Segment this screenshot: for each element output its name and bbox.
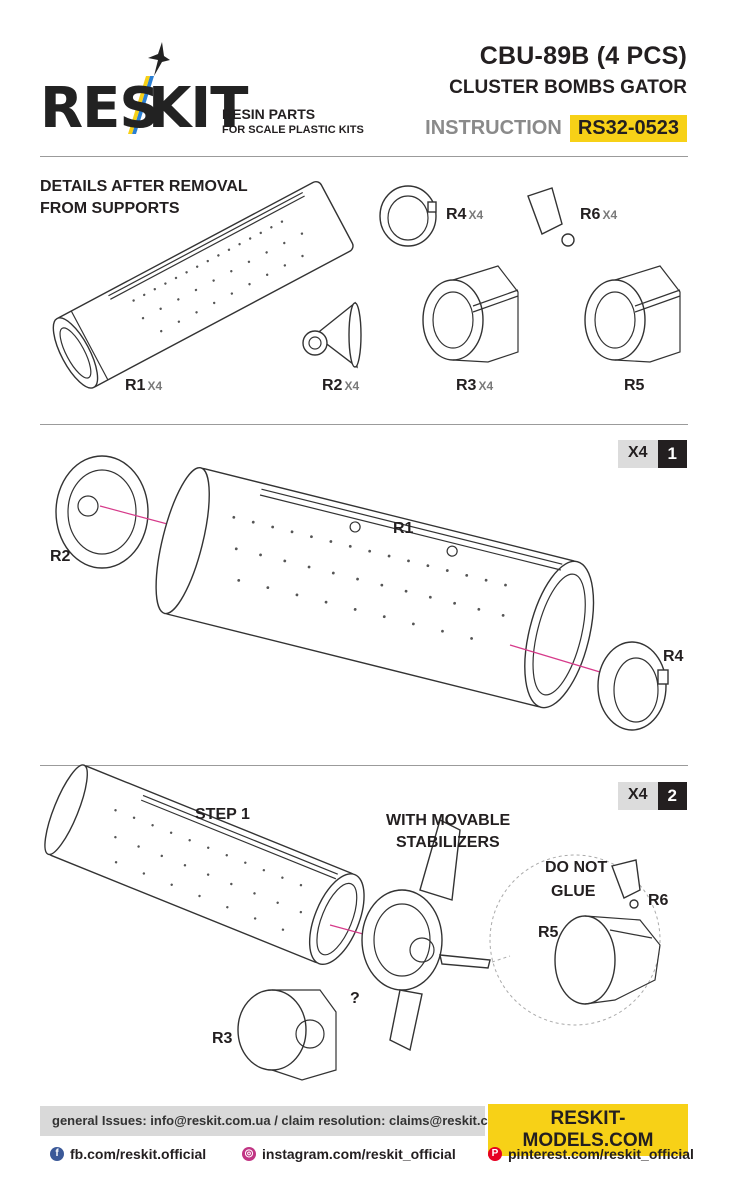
do-not-glue-note: DO NOT GLUE — [545, 856, 607, 904]
instagram-link[interactable]: ◎ instagram.com/reskit_official — [242, 1146, 456, 1162]
plane-icon — [148, 42, 170, 76]
facebook-text: fb.com/reskit.official — [70, 1146, 207, 1162]
divider — [40, 765, 688, 766]
step-2-question-mark: ? — [350, 990, 360, 1007]
part-r6-qty: X4 — [602, 208, 618, 222]
footer-website-link[interactable]: RESKIT-MODELS.COM — [488, 1104, 688, 1156]
movable-line2: STABILIZERS — [396, 834, 500, 851]
step-1-label-r1: R1 — [393, 520, 414, 537]
divider — [40, 424, 688, 425]
part-r1-qty: X4 — [147, 379, 163, 393]
footer-contact-bar: general Issues: info@reskit.com.ua / cla… — [40, 1106, 526, 1136]
part-r5-label: R5 — [624, 377, 646, 395]
part-r3-qty: X4 — [478, 379, 494, 393]
pinterest-text: pinterest.com/reskit_official — [508, 1146, 694, 1162]
part-r6-id: R6 — [580, 206, 601, 223]
page-subtitle: CLUSTER BOMBS GATOR — [449, 77, 687, 98]
part-r4-drawing — [379, 185, 437, 247]
part-r2-drawing — [302, 301, 362, 369]
instagram-icon: ◎ — [242, 1147, 256, 1161]
part-r5-drawing — [584, 265, 681, 363]
logo-text-res: RES — [40, 76, 160, 141]
step-2-label-r5: R5 — [538, 924, 559, 941]
step-1-drawing — [55, 455, 669, 731]
movable-line1: WITH MOVABLE — [386, 812, 511, 829]
part-r2-id: R2 — [322, 377, 343, 394]
logo-slash-icon — [128, 76, 154, 134]
part-r2-qty: X4 — [344, 379, 360, 393]
step-1-multiplier: X4 — [617, 440, 658, 468]
tagline-1: RESIN PARTS — [222, 106, 316, 122]
part-r3-id: R3 — [456, 377, 477, 394]
tagline-2: FOR SCALE PLASTIC KITS — [222, 124, 364, 136]
step-1-badge: X4 1 — [617, 440, 687, 468]
instagram-text: instagram.com/reskit_official — [262, 1146, 456, 1162]
footer-contact-text: general Issues: info@reskit.com.ua / cla… — [52, 1113, 527, 1128]
parts-heading-line1: DETAILS AFTER REMOVAL — [40, 178, 248, 195]
part-r4-id: R4 — [446, 206, 467, 223]
step-2-badge: X4 2 — [617, 782, 687, 810]
part-r1-drawing — [52, 180, 354, 389]
step-2-multiplier: X4 — [617, 782, 658, 810]
step-2-number: 2 — [657, 782, 687, 810]
step-1-label-r4: R4 — [663, 648, 684, 665]
part-r6-drawing — [527, 187, 575, 247]
parts-heading: DETAILS AFTER REMOVAL FROM SUPPORTS — [40, 176, 248, 220]
logo-text-kit: KIT — [148, 76, 248, 141]
pinterest-icon: P — [488, 1147, 502, 1161]
facebook-link[interactable]: f fb.com/reskit.official — [50, 1146, 206, 1162]
part-r3-drawing — [422, 265, 519, 363]
movable-stabilizers-note: WITH MOVABLE STABILIZERS — [386, 810, 510, 854]
brand-logo: RES KIT — [40, 40, 248, 141]
step-1-label-r2: R2 — [50, 548, 71, 565]
page-title: CBU-89B (4 PCS) — [479, 42, 687, 70]
parts-heading-line2: FROM SUPPORTS — [40, 200, 180, 217]
do-not-line2: GLUE — [551, 883, 596, 900]
do-not-line1: DO NOT — [545, 859, 608, 876]
kit-code-badge: RS32-0523 — [569, 115, 687, 142]
step-2-label-r3: R3 — [212, 1030, 233, 1047]
part-r4-qty: X4 — [468, 208, 484, 222]
step-2-step-ref: STEP 1 — [195, 806, 250, 823]
part-r5-id: R5 — [624, 377, 645, 394]
part-r1-id: R1 — [125, 377, 146, 394]
step-1-number: 1 — [657, 440, 687, 468]
step-2-label-r6: R6 — [648, 892, 669, 909]
instruction-label: INSTRUCTION — [425, 117, 562, 139]
instruction-row: INSTRUCTION RS32-0523 — [425, 115, 687, 142]
divider — [40, 156, 688, 157]
pinterest-link[interactable]: P pinterest.com/reskit_official — [488, 1146, 694, 1162]
facebook-icon: f — [50, 1147, 64, 1161]
step-2-drawing — [44, 764, 661, 1081]
